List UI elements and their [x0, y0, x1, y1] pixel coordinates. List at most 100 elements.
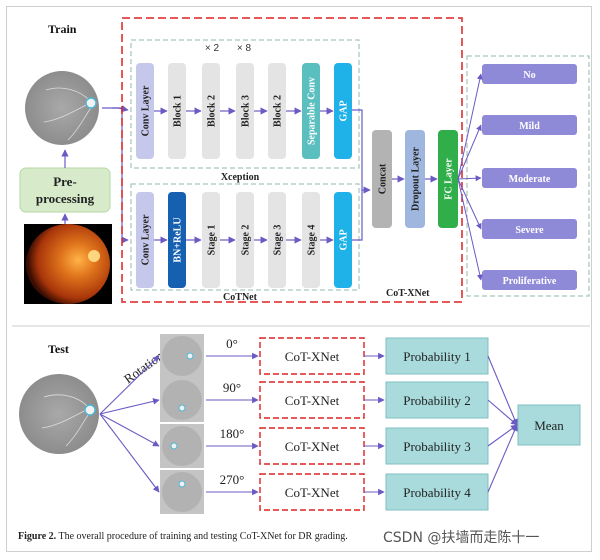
xception-container — [130, 39, 360, 169]
output-class-label: No — [523, 70, 535, 81]
probability-box — [385, 427, 489, 465]
cot-xnet-test-label: CoT-XNet — [285, 439, 340, 454]
xception-block-label: Block 2 — [207, 95, 218, 127]
xception-block-label: Block 2 — [273, 95, 284, 127]
to-mean-arrow — [487, 424, 518, 493]
test-row-0: 0° CoT-XNet Probability 1 — [99, 334, 518, 426]
xception-block-rect — [202, 63, 220, 159]
figure-frame — [6, 6, 592, 552]
output-class-label: Moderate — [509, 174, 551, 185]
cotnet-block-rect — [236, 192, 254, 288]
fc-arrow-moderate — [457, 175, 482, 182]
output-proliferative: Proliferative — [482, 270, 577, 290]
cot-xnet-test-label: CoT-XNet — [285, 485, 340, 500]
cotnet-blocks: Conv Layer BN+ReLU Stage 1 Stage 2 Stage 3 St… — [136, 192, 352, 288]
fc-arrow-proliferative — [457, 178, 483, 281]
cot-xnet-test-label: CoT-XNet — [285, 349, 340, 364]
output-class-box — [482, 270, 577, 290]
fundus-image — [24, 224, 112, 304]
fc-to-output-arrows — [457, 73, 483, 281]
preprocessing-label-1: Pre- — [53, 174, 77, 189]
cotnet-bn-relu-1: BN+ReLU — [168, 192, 186, 288]
xception-block-label: Block 1 — [173, 95, 184, 127]
rotated-retina-thumbnail — [160, 470, 204, 514]
probability-box — [385, 337, 489, 375]
output-class-label: Severe — [515, 225, 544, 236]
preprocessed-retina-image — [24, 69, 102, 147]
merge-block-label: Concat — [378, 163, 389, 194]
cotnet-block-rect — [334, 192, 352, 288]
rotation-arrow — [99, 398, 160, 415]
cotnet-block-label: Conv Layer — [141, 214, 152, 265]
output-class-box — [482, 168, 577, 188]
xception-block-label: Conv Layer — [141, 85, 152, 136]
repeat-x2: × 2 — [205, 43, 220, 54]
cotnet-block-label: GAP — [339, 229, 350, 250]
angle-label: 0° — [226, 336, 238, 351]
cotnet-stage-2-3: Stage 2 — [236, 192, 254, 288]
output-class-label: Proliferative — [503, 276, 557, 287]
probability-label: Probability 1 — [403, 349, 471, 364]
angle-label: 270° — [220, 472, 245, 487]
xception-block-rect — [302, 63, 320, 159]
xception-gap-6: GAP — [334, 63, 352, 159]
repeat-x8: × 8 — [237, 43, 252, 54]
rotation-label: Rotation — [121, 348, 166, 387]
cotnet-stage-3-4: Stage 3 — [268, 192, 286, 288]
caption-label: Figure 2. — [18, 531, 57, 542]
xception-conv-layer-0: Conv Layer — [136, 63, 154, 159]
cot-xnet-test-label: CoT-XNet — [285, 393, 340, 408]
angle-label: 90° — [223, 380, 241, 395]
cotnet-block-rect — [136, 192, 154, 288]
mean-box: Mean — [517, 404, 581, 446]
cotnet-block-rect — [168, 192, 186, 288]
merge-block-rect — [438, 130, 458, 228]
cotnet-block-rect — [268, 192, 286, 288]
rotated-retina-thumbnail — [160, 334, 204, 378]
output-no: No — [482, 64, 577, 84]
figure-caption: Figure 2. The overall procedure of train… — [18, 531, 348, 542]
cotnet-block-rect — [202, 192, 220, 288]
output-class-box — [482, 115, 577, 135]
cotnet-gap-6: GAP — [334, 192, 352, 288]
xception-block-label: Block 3 — [241, 95, 252, 127]
cotnet-block-rect — [302, 192, 320, 288]
merge-block-rect — [372, 130, 392, 228]
xception-block-label: GAP — [339, 100, 350, 121]
cotnet-block-label: Stage 1 — [207, 225, 218, 256]
cot-xnet-title: CoT-XNet — [386, 288, 430, 299]
cotnet-block-label: BN+ReLU — [173, 217, 184, 262]
cotnet-block-label: Stage 3 — [273, 225, 284, 256]
preprocessing-label-2: processing — [36, 191, 95, 206]
test-input-retina — [18, 372, 102, 456]
preprocessing-box: Pre- processing — [19, 167, 111, 213]
to-mean-arrow — [487, 355, 518, 426]
to-mean-arrow — [487, 399, 518, 426]
cotnet-conv-layer-0: Conv Layer — [136, 192, 154, 288]
xception-block-2-4: Block 2 — [268, 63, 286, 159]
cot-xnet-test-box — [259, 381, 365, 419]
output-container — [466, 55, 590, 297]
fc-arrow-mild — [457, 124, 482, 180]
rotated-retina-thumbnail — [160, 424, 204, 468]
xception-block-3-3: Block 3 — [236, 63, 254, 159]
xception-block-rect — [168, 63, 186, 159]
probability-label: Probability 4 — [403, 485, 471, 500]
probability-label: Probability 3 — [403, 439, 471, 454]
output-moderate: Moderate — [482, 168, 577, 188]
merge-concat-0: Concat — [372, 130, 392, 228]
xception-block-rect — [334, 63, 352, 159]
mean-label: Mean — [534, 418, 564, 433]
cotnet-stage-4-5: Stage 4 — [302, 192, 320, 288]
merge-block-label: Dropout Layer — [411, 146, 422, 211]
xception-block-2-2: Block 2 — [202, 63, 220, 159]
output-class-label: Mild — [519, 121, 540, 132]
cotnet-block-label: Stage 4 — [307, 225, 318, 256]
merge-block-label: FC Layer — [444, 158, 455, 200]
probability-box — [385, 381, 489, 419]
